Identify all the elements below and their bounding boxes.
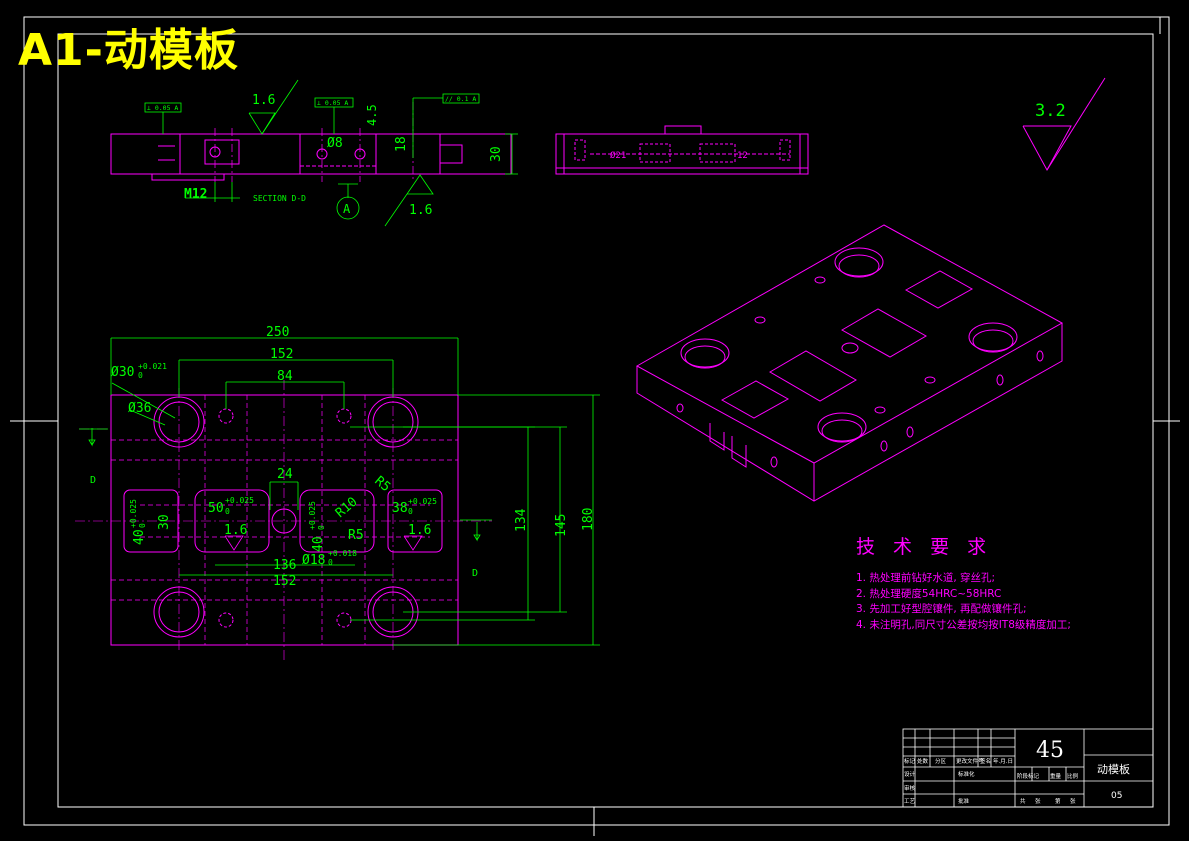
dim-phi30: Ø30 — [111, 365, 134, 380]
dim-250: 250 — [266, 325, 289, 340]
dim-phi18-tol: +0.018 — [328, 549, 357, 558]
plan-view-roughness — [224, 535, 423, 551]
section-view-top — [110, 133, 512, 181]
dim-50-tol-low: 0 — [225, 507, 230, 516]
dim-phi18: Ø18 — [302, 553, 325, 568]
dim-50: 50 — [208, 501, 224, 516]
tb-label-no: 第 — [1055, 797, 1061, 805]
dim-50-tol: +0.025 — [225, 496, 254, 505]
section-marker-d-bottom: D — [472, 568, 478, 579]
tb-label-total: 共 — [1020, 797, 1026, 805]
dim-18: 18 — [394, 136, 409, 152]
dim-180: 180 — [581, 508, 596, 531]
general-roughness-symbol — [1022, 77, 1106, 172]
sheet-title: A1-动模板 — [18, 25, 239, 76]
tech-requirement-item: 4. 未注明孔,同尺寸公差按均按IT8级精度加工; — [856, 618, 1071, 631]
tb-label-weight: 重量 — [1050, 772, 1062, 780]
tb-label-process: 工艺 — [904, 798, 916, 805]
tb-label-count: 处数 — [917, 757, 929, 765]
dim-30-left: 30 — [157, 514, 172, 530]
dim-24: 24 — [277, 467, 293, 482]
dim-152-top: 152 — [270, 347, 293, 362]
dim-30-height: 30 — [489, 146, 504, 162]
tech-requirement-item: 2. 热处理硬度54HRC~58HRC — [856, 587, 1002, 600]
dim-40-mid: 40 — [311, 536, 326, 552]
tolerance-frame-left: ⊥ 0.05 A — [147, 104, 178, 112]
dim-84: 84 — [277, 369, 293, 384]
tb-label-review: 审核 — [904, 784, 916, 792]
plan-view-dims — [79, 337, 600, 646]
roughness-plan-b: 1.6 — [408, 523, 431, 538]
dim-phi8: Ø8 — [327, 136, 343, 151]
sheet-frame — [10, 16, 1180, 836]
dim-phi18-tol-low: 0 — [328, 558, 333, 567]
tb-label-approve: 批准 — [958, 797, 970, 805]
tb-drawing-no: 05 — [1111, 791, 1122, 801]
title-block-cell-labels: 标记 处数 分区 更改文件号 签名 年.月.日 设计 标准化 阶段标记 重量 比… — [904, 757, 1079, 805]
dim-40-mid-tol: +0.025 — [308, 501, 317, 530]
tb-label-mark: 标记 — [904, 757, 916, 765]
roughness-label-top-right: 4.5 — [365, 104, 379, 126]
section-marker-d-top: D — [90, 475, 96, 486]
dim-40-left-tol-low: 0 — [138, 523, 147, 528]
tb-label-sheet-a: 张 — [1035, 797, 1041, 805]
section-dd-label: SECTION D-D — [253, 194, 306, 203]
tb-label-change-doc: 更改文件号 — [956, 757, 984, 765]
dim-136: 136 — [273, 558, 296, 573]
dim-38: 38 — [392, 501, 408, 516]
tb-label-standard: 标准化 — [958, 770, 975, 778]
tb-label-design: 设计 — [904, 770, 916, 778]
dim-134: 134 — [514, 508, 529, 532]
side-dim-left: Ø21 — [610, 150, 626, 161]
dim-phi36: Ø36 — [128, 401, 151, 416]
tb-material: 45 — [1036, 738, 1064, 763]
dim-r5-mid: R5 — [348, 528, 364, 543]
roughness-label-top-left: 1.6 — [252, 93, 275, 108]
dim-38-tol: +0.025 — [408, 497, 437, 506]
tech-requirement-item: 1. 热处理前钻好水道, 穿丝孔; — [856, 572, 996, 584]
tech-requirements-title: 技 术 要 求 — [856, 536, 993, 558]
tb-label-zone: 分区 — [935, 757, 947, 765]
tb-label-scale: 比例 — [1067, 772, 1079, 780]
side-dim-right: 12 — [737, 151, 748, 161]
dim-40-mid-tol-low: 0 — [317, 525, 326, 530]
dim-phi30-tol-low: 0 — [138, 371, 143, 380]
dim-152-bottom: 152 — [273, 574, 296, 589]
dim-m12: M12 — [184, 187, 207, 202]
isometric-view — [635, 224, 1064, 502]
section-view-top-labels: 1.6 4.5 1.6 ⊥ 0.05 A ⊥ 0.05 A // 0.1 A Ø… — [147, 93, 504, 218]
tb-label-sheet-b: 张 — [1070, 797, 1076, 805]
section-view-top-centerlines — [214, 102, 414, 182]
roughness-plan-a: 1.6 — [224, 523, 247, 538]
roughness-label-top-bottom: 1.6 — [409, 203, 432, 218]
tb-label-sign: 签名 — [980, 757, 991, 765]
tb-label-stage: 阶段标记 — [1017, 772, 1040, 780]
tb-part-name: 动模板 — [1097, 762, 1130, 776]
side-view-labels: Ø21 12 — [610, 150, 748, 161]
section-view-top-dims — [144, 79, 518, 227]
plan-view-labels: 250 152 84 Ø30 +0.021 0 Ø36 24 R5 50 +0.… — [90, 325, 596, 589]
tolerance-frame-mid: ⊥ 0.05 A — [317, 99, 348, 107]
side-view — [555, 125, 809, 175]
datum-a-label: A — [343, 202, 351, 216]
tech-requirement-item: 3. 先加工好型腔镶件, 再配做镶件孔; — [856, 603, 1027, 615]
dim-40-left: 40 — [132, 529, 147, 545]
general-roughness-label: 3.2 — [1035, 101, 1066, 121]
dim-38-tol-low: 0 — [408, 507, 413, 516]
tech-requirements-list: 1. 热处理前钻好水道, 穿丝孔; 2. 热处理硬度54HRC~58HRC 3.… — [856, 571, 1096, 633]
dim-phi30-tol: +0.021 — [138, 362, 167, 371]
dim-40-left-tol: +0.025 — [129, 499, 138, 528]
dim-r10: R10 — [333, 494, 361, 521]
dim-145: 145 — [554, 514, 569, 537]
title-block-grid — [902, 728, 1154, 808]
plan-view-hidden-lines — [111, 395, 458, 645]
tolerance-frame-right: // 0.1 A — [445, 95, 476, 103]
tb-label-date: 年.月.日 — [993, 757, 1013, 765]
